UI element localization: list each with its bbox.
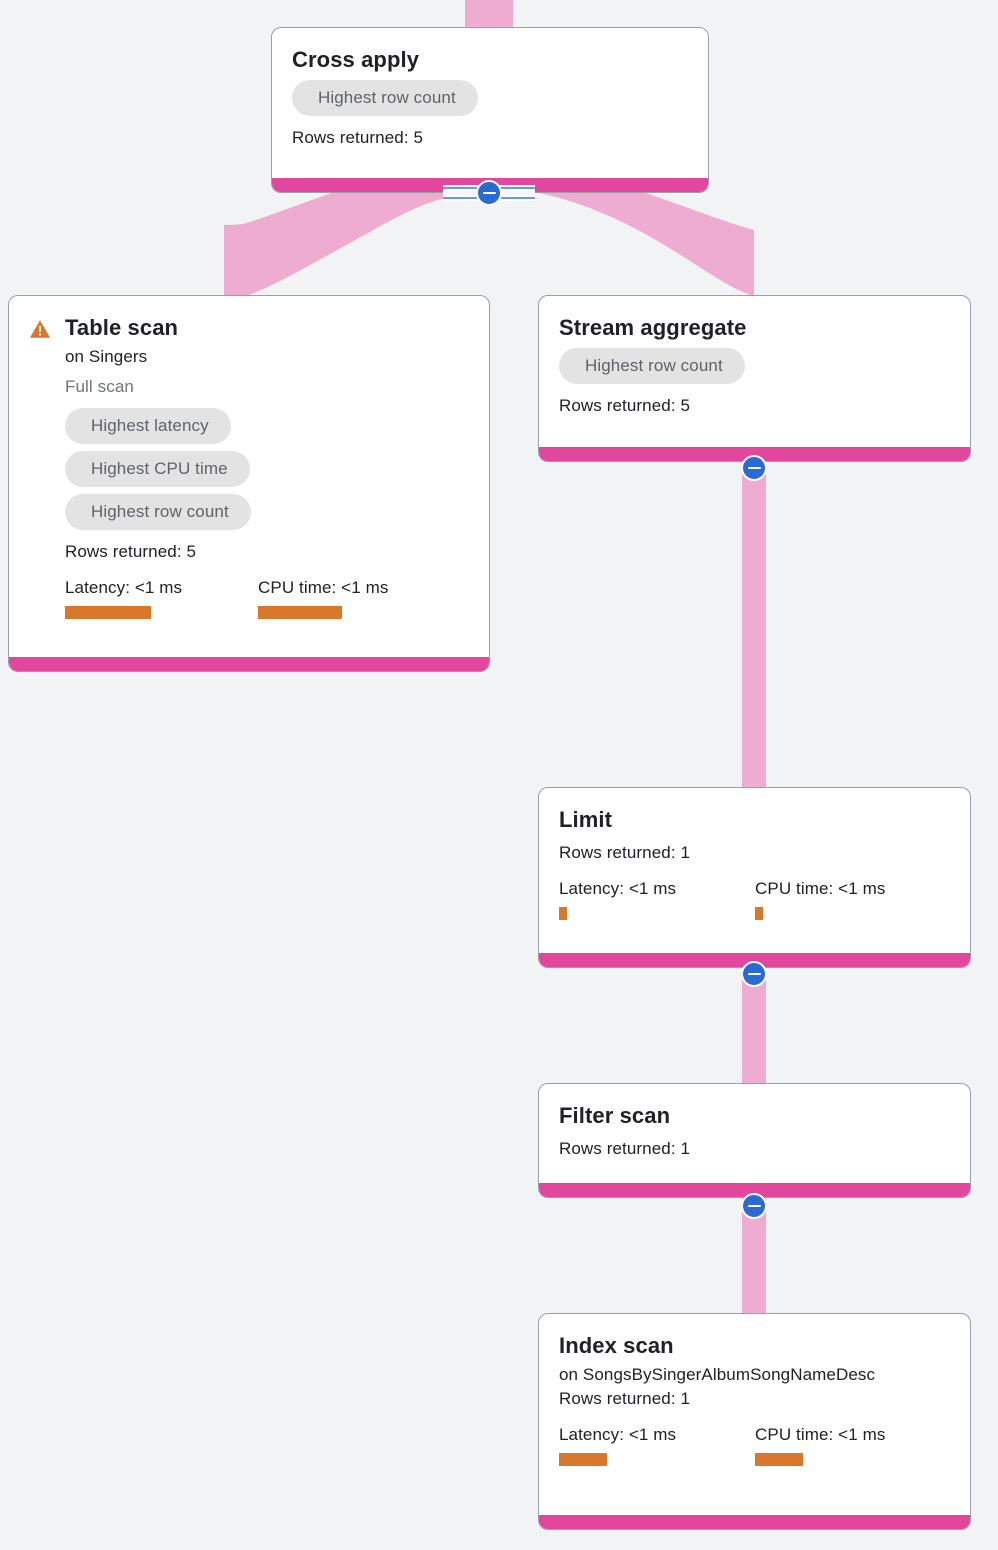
node-title-row: Stream aggregate (559, 314, 950, 342)
node-body: Limit Rows returned: 1 Latency: <1 ms CP… (539, 788, 970, 953)
collapse-toggle-cross-apply[interactable] (476, 180, 502, 206)
chip-highest-row-count: Highest row count (292, 80, 478, 116)
rows-returned: Rows returned: 1 (559, 1139, 691, 1158)
rows-returned: Rows returned: 5 (559, 396, 691, 415)
node-chips: Highest latency Highest CPU time Highest… (65, 408, 469, 537)
chip-highest-cpu-time: Highest CPU time (65, 451, 250, 487)
collapse-toggle-filter-scan[interactable] (741, 1193, 767, 1219)
metric-latency: Latency: <1 ms (65, 577, 258, 619)
node-body: Table scan on Singers Full scan Highest … (9, 296, 489, 657)
node-accent-footer (9, 657, 489, 671)
node-title-row: Cross apply (292, 46, 688, 74)
node-accent-footer (539, 1183, 970, 1197)
metric-cpu-bar (755, 1453, 803, 1466)
edge-stream-aggregate-to-limit (742, 455, 766, 795)
node-title: Filter scan (559, 1103, 671, 1128)
collapse-toggle-limit[interactable] (741, 961, 767, 987)
node-title: Limit (559, 807, 613, 832)
metric-cpu-label: CPU time: <1 ms (755, 1425, 886, 1444)
node-table-scan[interactable]: Table scan on Singers Full scan Highest … (8, 295, 490, 672)
node-body: Filter scan Rows returned: 1 (539, 1084, 970, 1183)
edge-root-to-cross-apply (465, 0, 513, 30)
warning-triangle-icon (29, 320, 51, 338)
metric-latency-label: Latency: <1 ms (559, 1425, 677, 1444)
chip-highest-latency: Highest latency (65, 408, 231, 444)
metric-cpu: CPU time: <1 ms (755, 878, 885, 920)
node-accent-footer (539, 953, 970, 967)
node-cross-apply[interactable]: Cross apply Highest row count Rows retur… (271, 27, 709, 193)
node-body: Cross apply Highest row count Rows retur… (272, 28, 708, 178)
metric-latency-label: Latency: <1 ms (65, 578, 183, 597)
node-title: Table scan (65, 315, 179, 340)
metric-cpu-label: CPU time: <1 ms (258, 578, 389, 597)
node-subtitle: on Singers (65, 347, 148, 366)
node-body: Index scan on SongsBySingerAlbumSongName… (539, 1314, 970, 1515)
rows-returned: Rows returned: 1 (559, 1389, 691, 1408)
chip-highest-row-count: Highest row count (559, 348, 745, 384)
node-title: Index scan (559, 1333, 674, 1358)
node-stream-aggregate[interactable]: Stream aggregate Highest row count Rows … (538, 295, 971, 462)
node-subtitle: on SongsBySingerAlbumSongNameDesc (559, 1365, 876, 1384)
node-title-row: Table scan (29, 314, 469, 342)
node-limit[interactable]: Limit Rows returned: 1 Latency: <1 ms CP… (538, 787, 971, 968)
metric-latency-bar (559, 907, 567, 920)
edge-cross-apply-to-table-scan (224, 185, 486, 300)
metric-latency-label: Latency: <1 ms (559, 879, 677, 898)
metric-cpu-bar (755, 907, 763, 920)
node-index-scan[interactable]: Index scan on SongsBySingerAlbumSongName… (538, 1313, 971, 1530)
node-accent-footer (539, 1515, 970, 1529)
metric-cpu-label: CPU time: <1 ms (755, 879, 886, 898)
node-accent-footer (539, 447, 970, 461)
node-title: Stream aggregate (559, 315, 747, 340)
rows-returned: Rows returned: 1 (559, 843, 691, 862)
metric-latency-bar (559, 1453, 607, 1466)
node-filter-scan[interactable]: Filter scan Rows returned: 1 (538, 1083, 971, 1198)
rows-returned: Rows returned: 5 (292, 128, 424, 147)
metric-cpu: CPU time: <1 ms (258, 577, 388, 619)
collapse-toggle-stream-aggregate[interactable] (741, 455, 767, 481)
node-metrics: Latency: <1 ms CPU time: <1 ms (559, 1424, 950, 1466)
node-metrics: Latency: <1 ms CPU time: <1 ms (65, 577, 469, 619)
node-title-row: Filter scan (559, 1102, 950, 1130)
node-scan-type: Full scan (65, 377, 134, 396)
metric-latency: Latency: <1 ms (559, 878, 755, 920)
metric-latency-bar (65, 606, 151, 619)
node-body: Stream aggregate Highest row count Rows … (539, 296, 970, 447)
node-title: Cross apply (292, 47, 420, 72)
metric-cpu-bar (258, 606, 342, 619)
rows-returned: Rows returned: 5 (65, 542, 197, 561)
node-title-row: Limit (559, 806, 950, 834)
chip-highest-row-count: Highest row count (65, 494, 251, 530)
node-metrics: Latency: <1 ms CPU time: <1 ms (559, 878, 950, 920)
metric-cpu: CPU time: <1 ms (755, 1424, 885, 1466)
node-chips: Highest row count (292, 80, 688, 123)
node-title-row: Index scan (559, 1332, 950, 1360)
metric-latency: Latency: <1 ms (559, 1424, 755, 1466)
node-chips: Highest row count (559, 348, 950, 391)
